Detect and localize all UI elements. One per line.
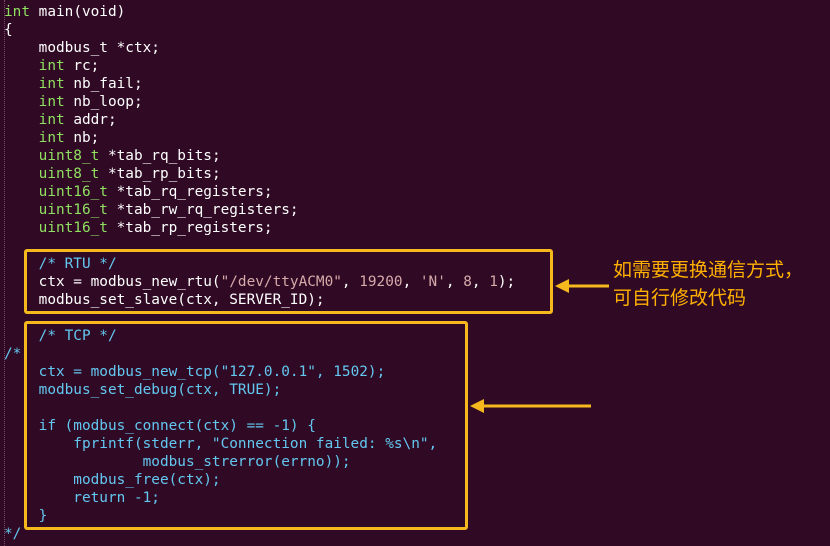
code-token: int [38, 58, 65, 74]
code-token: 'N' [419, 274, 446, 290]
code-token [4, 76, 39, 92]
code-token: main(void) [30, 4, 126, 20]
code-line[interactable]: /* RTU */ [4, 255, 117, 273]
code-line[interactable]: uint8_t *tab_rp_bits; [4, 165, 221, 183]
code-token: modbus_t *ctx; [4, 40, 160, 56]
code-token: *tab_rp_registers; [107, 220, 273, 236]
code-token: addr; [64, 112, 117, 128]
code-line[interactable]: modbus_free(ctx); [4, 471, 221, 489]
code-token: return -1; [4, 490, 160, 506]
code-token: ); [497, 274, 516, 290]
code-token: , 1502); [315, 364, 386, 380]
code-token: uint16_t [38, 202, 108, 218]
code-line[interactable]: fprintf(stderr, "Connection failed: %s\n… [4, 435, 437, 453]
code-line[interactable]: /* TCP */ [4, 327, 117, 345]
code-token: rc; [64, 58, 100, 74]
code-token [4, 184, 39, 200]
code-token [4, 130, 39, 146]
code-token: *tab_rq_registers; [107, 184, 273, 200]
code-token: , [402, 274, 420, 290]
code-line[interactable]: { [4, 21, 13, 39]
code-line[interactable]: modbus_t *ctx; [4, 39, 160, 57]
code-token: 8 [463, 274, 472, 290]
code-line[interactable]: /* [4, 345, 21, 363]
code-line[interactable]: int rc; [4, 57, 100, 75]
code-token: modbus_set_slave(ctx, SERVER_ID); [4, 292, 325, 308]
code-token: modbus_strerror(errno)); [4, 454, 351, 470]
code-token: ctx = modbus_new_rtu( [4, 274, 221, 290]
code-line[interactable]: ctx = modbus_new_rtu("/dev/ttyACM0", 192… [4, 273, 516, 291]
code-token: *tab_rw_rq_registers; [107, 202, 299, 218]
code-token: int [38, 76, 65, 92]
code-token: */ [4, 526, 22, 542]
code-token: } [4, 508, 48, 524]
code-token: nb_loop; [64, 94, 143, 110]
code-token [4, 58, 39, 74]
code-token: /* RTU */ [38, 256, 117, 272]
code-token: { [4, 22, 13, 38]
annotation-note: 如需要更换通信方式， 可自行修改代码 [613, 259, 804, 309]
code-line[interactable]: return -1; [4, 489, 160, 507]
code-line[interactable]: if (modbus_connect(ctx) == -1) { [4, 417, 316, 435]
code-token: int [38, 94, 65, 110]
code-token: uint8_t [38, 148, 100, 164]
code-token: , [445, 274, 464, 290]
code-token [4, 220, 39, 236]
code-line[interactable]: int nb; [4, 129, 100, 147]
code-token [4, 166, 39, 182]
code-token: int [38, 112, 65, 128]
rtu-highlight-box [24, 249, 553, 314]
code-token: uint16_t [38, 184, 108, 200]
code-token: nb_fail; [64, 76, 143, 92]
code-token: fprintf(stderr, "Connection failed: %s\n… [4, 436, 438, 452]
code-token: ctx = modbus_new_tcp( [4, 364, 221, 380]
tcp-highlight-box [24, 321, 468, 530]
code-token: int [4, 4, 30, 20]
code-token: *tab_rq_bits; [99, 148, 221, 164]
code-token [4, 112, 39, 128]
code-token [4, 94, 39, 110]
code-line[interactable]: ctx = modbus_new_tcp("127.0.0.1", 1502); [4, 363, 386, 381]
code-line[interactable]: uint16_t *tab_rq_registers; [4, 183, 273, 201]
code-token: "/dev/ttyACM0" [220, 274, 342, 290]
code-token [4, 202, 39, 218]
arrow-icon [555, 279, 609, 293]
code-line[interactable]: modbus_set_slave(ctx, SERVER_ID); [4, 291, 325, 309]
code-token: 1 [489, 274, 498, 290]
code-line[interactable]: modbus_strerror(errno)); [4, 453, 351, 471]
code-line[interactable]: uint16_t *tab_rp_registers; [4, 219, 273, 237]
code-line[interactable]: */ [4, 525, 21, 543]
code-line[interactable]: uint8_t *tab_rq_bits; [4, 147, 221, 165]
code-token: /* [4, 346, 22, 362]
code-token [4, 148, 39, 164]
code-line[interactable]: int main(void) [4, 3, 125, 21]
code-token: uint16_t [38, 220, 108, 236]
code-token: if (modbus_connect(ctx) == -1) { [4, 418, 316, 434]
arrow-icon [470, 399, 591, 413]
code-line[interactable]: int addr; [4, 111, 117, 129]
code-line[interactable]: modbus_set_debug(ctx, TRUE); [4, 381, 282, 399]
code-token: modbus_free(ctx); [4, 472, 221, 488]
code-line[interactable]: int nb_loop; [4, 93, 143, 111]
code-token: /* TCP */ [38, 328, 117, 344]
code-token: , [471, 274, 490, 290]
code-token: uint8_t [38, 166, 100, 182]
code-token: *tab_rp_bits; [99, 166, 221, 182]
code-line[interactable]: int nb_fail; [4, 75, 143, 93]
code-token: nb; [64, 130, 100, 146]
code-token: modbus_set_debug(ctx, TRUE); [4, 382, 282, 398]
code-token: , [341, 274, 360, 290]
indent-guide [4, 0, 6, 546]
code-line[interactable]: } [4, 507, 48, 525]
code-token: "127.0.0.1" [220, 364, 316, 380]
code-token: 19200 [359, 274, 403, 290]
code-token: int [38, 130, 65, 146]
code-line[interactable]: uint16_t *tab_rw_rq_registers; [4, 201, 299, 219]
